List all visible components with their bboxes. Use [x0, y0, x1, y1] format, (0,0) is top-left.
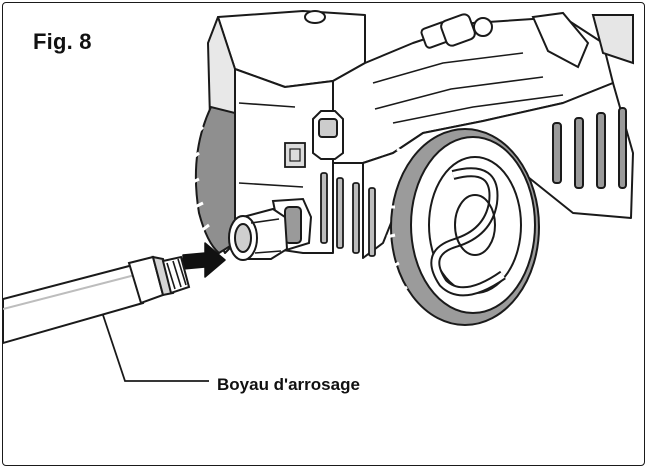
- rating-label: [284, 142, 306, 168]
- inlet-fitting: [228, 197, 313, 261]
- body-ribs: [552, 107, 627, 189]
- left-wheel: [190, 105, 236, 255]
- handle-frame: [531, 11, 634, 69]
- insert-arrow: [182, 242, 226, 278]
- figure-frame: Fig. 8 Boyau d'arrosage: [2, 2, 645, 466]
- callout-leader-line: [102, 314, 209, 382]
- hose-callout-label: Boyau d'arrosage: [217, 375, 360, 394]
- clip-tab: [312, 110, 344, 160]
- pressure-washer-illustration: [3, 10, 634, 382]
- front-ribs: [320, 172, 376, 257]
- wheel-tread: [386, 147, 437, 328]
- figure-label: Fig. 8: [33, 29, 92, 54]
- garden-hose: [3, 255, 191, 345]
- machine-body: [207, 10, 634, 259]
- right-wheel: [390, 128, 540, 326]
- outlet-fitting: [304, 10, 493, 49]
